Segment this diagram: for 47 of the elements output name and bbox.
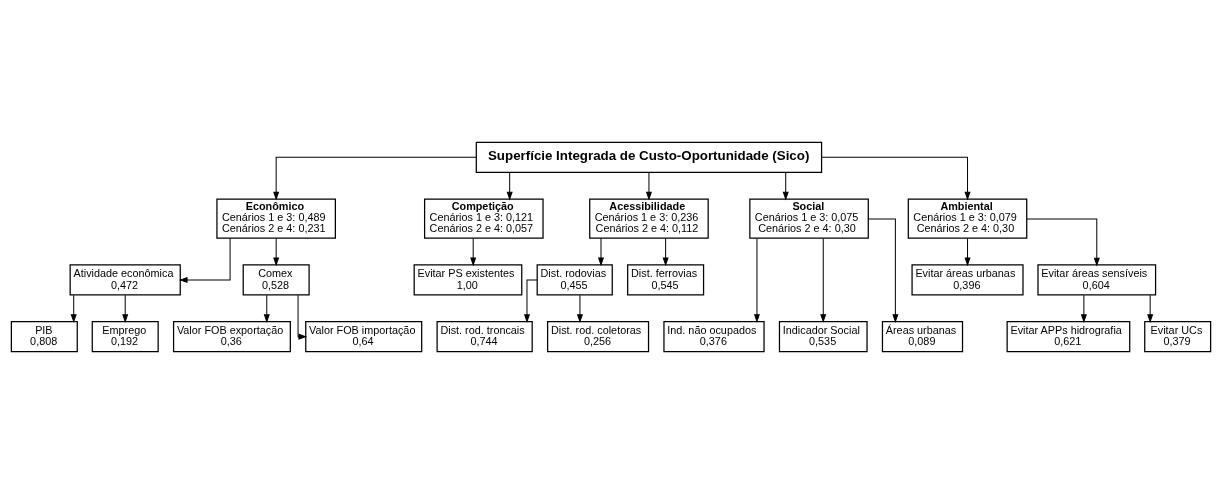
arrow <box>273 156 477 199</box>
node-box: Indicador Social 0,535 <box>778 320 868 352</box>
arrow <box>782 171 789 200</box>
node-box: Evitar APPs hidrografia 0,621 <box>1006 320 1131 352</box>
arrow <box>646 171 652 200</box>
node-box: Valor FOB importação 0,64 <box>305 320 423 352</box>
node-box: Social Cenários 1 e 3: 0,075 Cenários 2 e 4: 0,30 <box>749 197 869 239</box>
node-box: Emprego 0,192 <box>91 320 159 352</box>
node-box: Evitar áreas urbanas 0,396 <box>911 263 1024 296</box>
arrow <box>506 171 513 200</box>
node-box: Dist. rod. troncais 0,744 <box>436 320 533 352</box>
node-box: Atividade econômica 0,472 <box>69 263 181 296</box>
arrow <box>470 237 476 265</box>
arrow <box>821 156 971 199</box>
arrow <box>662 237 669 265</box>
arrow <box>1026 218 1100 265</box>
arrow <box>754 237 760 322</box>
node-box: Acessibilidade Cenários 1 e 3: 0,236 Cenários 2 e 4: 0,112 <box>589 197 709 239</box>
node-box: Valor FOB exportação 0,36 <box>172 320 291 352</box>
arrow <box>297 294 307 339</box>
node-box: Dist. rod. coletoras 0,256 <box>547 320 650 352</box>
node-box: Dist. ferrovias 0,545 <box>627 263 705 296</box>
node-box: Econômico Cenários 1 e 3: 0,489 Cenários 2 e 4: 0,231 <box>216 197 336 239</box>
node-box: Competição Cenários 1 e 3: 0,121 Cenários 2 e 4: 0,057 <box>424 197 544 239</box>
node-box: Áreas urbanas 0,089 <box>881 320 964 352</box>
arrow <box>964 237 971 265</box>
arrow <box>1147 294 1153 322</box>
arrow <box>263 294 270 322</box>
node-box: Dist. rodovias 0,455 <box>536 263 613 296</box>
arrow <box>273 237 279 265</box>
arrow <box>867 218 899 322</box>
arrow <box>577 294 583 322</box>
node-box: Evitar UCs 0,379 <box>1144 320 1212 352</box>
node-box: Evitar áreas sensíveis 0,604 <box>1037 263 1157 296</box>
node-box: Evitar PS existentes 1,00 <box>413 263 523 296</box>
arrow <box>820 237 827 322</box>
arrow <box>70 294 77 322</box>
node-box: Ambiental Cenários 1 e 3: 0,079 Cenários 2 e 4: 0,30 <box>907 197 1028 239</box>
node-box: PIB 0,808 <box>10 320 78 352</box>
node-box: Ind. não ocupados 0,376 <box>663 320 765 352</box>
node-box: Superfície Integrada de Custo-Oportunidade (Sico) <box>475 141 823 173</box>
arrow <box>179 237 231 283</box>
node-box: Comex 0,528 <box>242 263 310 296</box>
arrow <box>122 294 129 322</box>
arrow <box>524 278 538 322</box>
arrow <box>1081 294 1087 322</box>
arrow <box>598 237 604 265</box>
